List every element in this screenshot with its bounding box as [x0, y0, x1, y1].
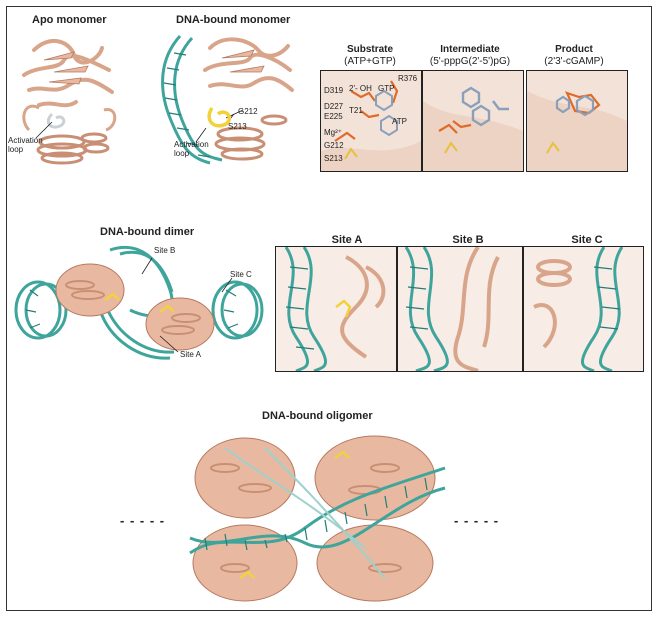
apo-monomer-structure: [22, 39, 117, 165]
apo-monomer-title: Apo monomer: [32, 14, 107, 26]
label-s213: S213: [324, 154, 343, 163]
dna-activation-loop: [207, 107, 231, 128]
label-t21: T21: [349, 106, 363, 115]
left-continuation-dashes: - - - - -: [120, 513, 166, 528]
intermediate-subtitle: (5'-pppG(2'-5')pG): [429, 56, 511, 67]
product-title: Product: [555, 44, 593, 55]
site-a-panel: [275, 246, 397, 372]
substrate-subtitle: (ATP+GTP): [344, 56, 396, 67]
label-2-oh: 2'- OH: [349, 84, 372, 93]
dimer-site-c-label: Site C: [230, 270, 252, 279]
substrate-title: Substrate: [346, 44, 394, 55]
site-b-title: Site B: [452, 234, 484, 246]
site-a-title: Site A: [331, 234, 363, 246]
label-gtp: GTP: [378, 84, 395, 93]
dna-bound-monomer-structure: [161, 34, 294, 165]
substrate-panel: [320, 70, 422, 172]
label-mg: Mg²⁺: [324, 128, 342, 137]
intermediate-title: Intermediate: [440, 44, 500, 55]
dimer-site-a-label: Site A: [180, 350, 201, 359]
label-r376: R376: [398, 74, 418, 83]
dna-bound-monomer-title: DNA-bound monomer: [176, 14, 291, 26]
dna-bound-oligomer-structure: [189, 435, 446, 602]
dna-bound-dimer-title: DNA-bound dimer: [100, 226, 195, 238]
site-c-panel: [523, 246, 644, 372]
site-c-title: Site C: [571, 234, 603, 246]
dna-bound-oligomer-title: DNA-bound oligomer: [262, 410, 373, 422]
site-b-panel: [397, 246, 523, 372]
apo-activation-loop: [46, 112, 66, 129]
dna-monomer-g212-label: G212: [238, 107, 258, 116]
label-d319: D319: [324, 86, 344, 95]
right-continuation-dashes: - - - - -: [454, 513, 500, 528]
dimer-site-b-label: Site B: [154, 246, 176, 255]
dna-bound-dimer-structure: [14, 245, 264, 360]
label-atp: ATP: [392, 117, 407, 126]
dna-activation-loop-label: Activation loop: [174, 140, 209, 158]
dna-monomer-s213-label: S213: [228, 122, 247, 131]
apo-activation-loop-label: Activation loop: [8, 136, 43, 154]
intermediate-panel: [422, 70, 524, 172]
product-subtitle: (2'3'-cGAMP): [544, 56, 604, 67]
product-panel: [526, 70, 628, 172]
label-e225: E225: [324, 112, 343, 121]
label-g212: G212: [324, 141, 344, 150]
label-d227: D227: [324, 102, 344, 111]
